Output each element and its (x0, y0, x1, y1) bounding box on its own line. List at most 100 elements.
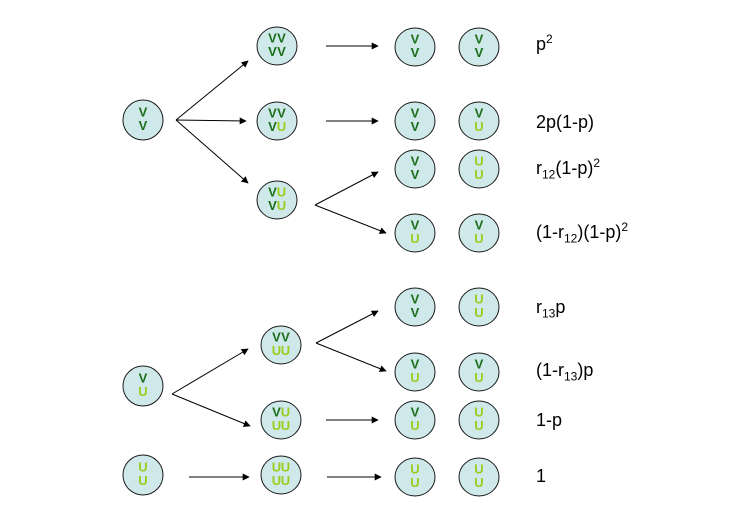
parent-cell-vv: VV (122, 99, 164, 141)
allele-v: V (139, 371, 148, 386)
probability-label-p-squared: p2 (536, 32, 553, 54)
daughter-cell-5b: UU (458, 287, 500, 327)
allele-u: U (474, 418, 483, 433)
allele-u: U (410, 231, 419, 246)
allele-u: U (272, 473, 281, 488)
allele-u: U (281, 405, 290, 420)
allele-v: V (139, 118, 148, 133)
cell-membrane (394, 149, 436, 189)
allele-v: V (411, 305, 420, 320)
allele-v: V (268, 44, 277, 59)
allele-v: V (411, 292, 420, 307)
allele-v: V (475, 106, 484, 121)
parent-cell-vu: VU (122, 365, 164, 407)
allele-u: U (474, 370, 483, 385)
daughter-cell-8a: UU (394, 457, 436, 497)
cell-membrane (394, 101, 436, 141)
cell-membrane (394, 457, 436, 497)
cell-membrane (394, 287, 436, 327)
arrow-vv-to-vvvu (175, 117, 247, 125)
allele-u: U (281, 343, 290, 358)
allele-u: U (277, 198, 286, 213)
allele-v: V (268, 106, 277, 121)
allele-u: U (138, 473, 147, 488)
arrow-vu-to-vuuu (171, 393, 251, 427)
allele-u: U (277, 119, 286, 134)
probability-label-1-minus-r12-1-minus-p-squared: (1-r12)(1-p)2 (536, 220, 629, 246)
allele-u: U (410, 475, 419, 490)
allele-v: V (411, 45, 420, 60)
cell-membrane (394, 400, 436, 440)
daughter-cell-6b: VU (458, 352, 500, 392)
allele-v: V (281, 330, 290, 345)
allele-u: U (272, 418, 281, 433)
probability-label-2p-1-minus-p: 2p(1-p) (536, 112, 595, 132)
allele-u: U (281, 418, 290, 433)
allele-v: V (268, 185, 277, 200)
allele-u: U (474, 119, 483, 134)
daughter-cell-3b: UU (458, 149, 500, 189)
allele-u: U (272, 343, 281, 358)
cell-membrane (260, 400, 302, 440)
allele-u: U (474, 405, 483, 420)
cell-membrane (256, 26, 298, 66)
daughter-cell-1a: VV (394, 27, 436, 67)
cell-membrane (122, 365, 164, 407)
cell-membrane (458, 27, 500, 67)
allele-v: V (272, 330, 281, 345)
allele-v: V (475, 357, 484, 372)
allele-v: V (475, 45, 484, 60)
cell-membrane (458, 352, 500, 392)
allele-v: V (268, 119, 277, 134)
cell-membrane (122, 454, 164, 496)
arrow-vv-to-vuvu (175, 119, 249, 184)
allele-u: U (474, 167, 483, 182)
daughter-cell-8b: UU (458, 457, 500, 497)
allele-u: U (277, 185, 286, 200)
allele-v: V (277, 31, 286, 46)
daughter-cell-6a: VU (394, 352, 436, 392)
allele-v: V (411, 218, 420, 233)
allele-v: V (277, 106, 286, 121)
allele-u: U (138, 460, 147, 475)
cell-membrane (394, 27, 436, 67)
cell-membrane (256, 180, 298, 220)
allele-v: V (411, 154, 420, 169)
allele-u: U (138, 384, 147, 399)
cell-membrane (256, 101, 298, 141)
cell-membrane (260, 325, 302, 365)
arrow-vuvu-to-daughters-3 (314, 171, 379, 206)
arrow-vuvu-to-daughters-4 (314, 204, 387, 234)
allele-u: U (474, 154, 483, 169)
cell-membrane (394, 213, 436, 253)
allele-u: U (281, 473, 290, 488)
allele-v: V (411, 32, 420, 47)
allele-v: V (411, 405, 420, 420)
daughter-cell-2b: VU (458, 101, 500, 141)
daughter-cell-7b: UU (458, 400, 500, 440)
daughter-cell-7a: VU (394, 400, 436, 440)
daughter-cell-2a: VV (394, 101, 436, 141)
allele-u: U (474, 231, 483, 246)
parent-cell-uu: UU (122, 454, 164, 496)
allele-v: V (475, 32, 484, 47)
allele-u: U (474, 305, 483, 320)
allele-u: U (410, 370, 419, 385)
allele-u: U (272, 460, 281, 475)
daughter-cell-5a: VV (394, 287, 436, 327)
arrow-vu-to-vvuu (171, 348, 249, 395)
allele-v: V (139, 105, 148, 120)
arrow-vvuu-to-daughters-6 (315, 342, 387, 372)
allele-u: U (410, 418, 419, 433)
probability-label-1-minus-r13-p: (1-r13)p (536, 360, 594, 384)
allele-u: U (474, 292, 483, 307)
allele-v: V (268, 31, 277, 46)
cell-membrane (458, 213, 500, 253)
probability-label-1-minus-p: 1-p (536, 410, 563, 430)
